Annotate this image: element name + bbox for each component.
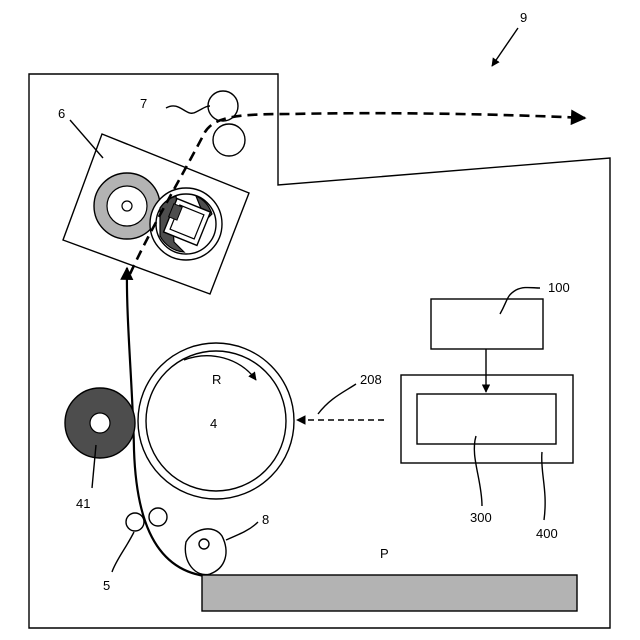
- outer-block-leader: [542, 452, 545, 520]
- outer-block-label: 400: [536, 526, 558, 541]
- sheet-label: P: [380, 546, 389, 561]
- outer-block: [401, 375, 573, 463]
- pickup-roller-leader: [226, 522, 258, 540]
- rotation-direction-label: R: [212, 372, 221, 387]
- heat-roller-core: [122, 201, 132, 211]
- developing-roller-core: [90, 413, 110, 433]
- developing-roller-label: 41: [76, 496, 90, 511]
- pickup-roller: [185, 529, 226, 575]
- pickup-roller-core: [199, 539, 209, 549]
- registration-rollers-leader: [112, 532, 134, 572]
- registration-rollers-label: 5: [103, 578, 110, 593]
- registration-roller-left: [126, 513, 144, 531]
- inner-block: [417, 394, 556, 444]
- discharge-rollers-leader: [166, 106, 210, 113]
- fixing-unit-label: 6: [58, 106, 65, 121]
- discharge-roller-bottom: [213, 124, 245, 156]
- drum-label: 4: [210, 416, 217, 431]
- sheet-stack: [202, 575, 577, 611]
- apparatus-label: 9: [520, 10, 527, 25]
- housing-outline: [29, 74, 610, 628]
- pickup-roller-label: 8: [262, 512, 269, 527]
- registration-roller-right: [149, 508, 167, 526]
- exposure-light-label: 208: [360, 372, 382, 387]
- control-block-top-leader: [500, 288, 540, 315]
- apparatus-pointer-arrow: [492, 28, 518, 66]
- discharge-rollers-label: 7: [140, 96, 147, 111]
- exposure-light-leader: [318, 384, 356, 414]
- inner-block-leader: [474, 436, 482, 506]
- fixing-unit-leader: [70, 120, 103, 158]
- inner-block-label: 300: [470, 510, 492, 525]
- control-block-top: [431, 299, 543, 349]
- control-block-top-label: 100: [548, 280, 570, 295]
